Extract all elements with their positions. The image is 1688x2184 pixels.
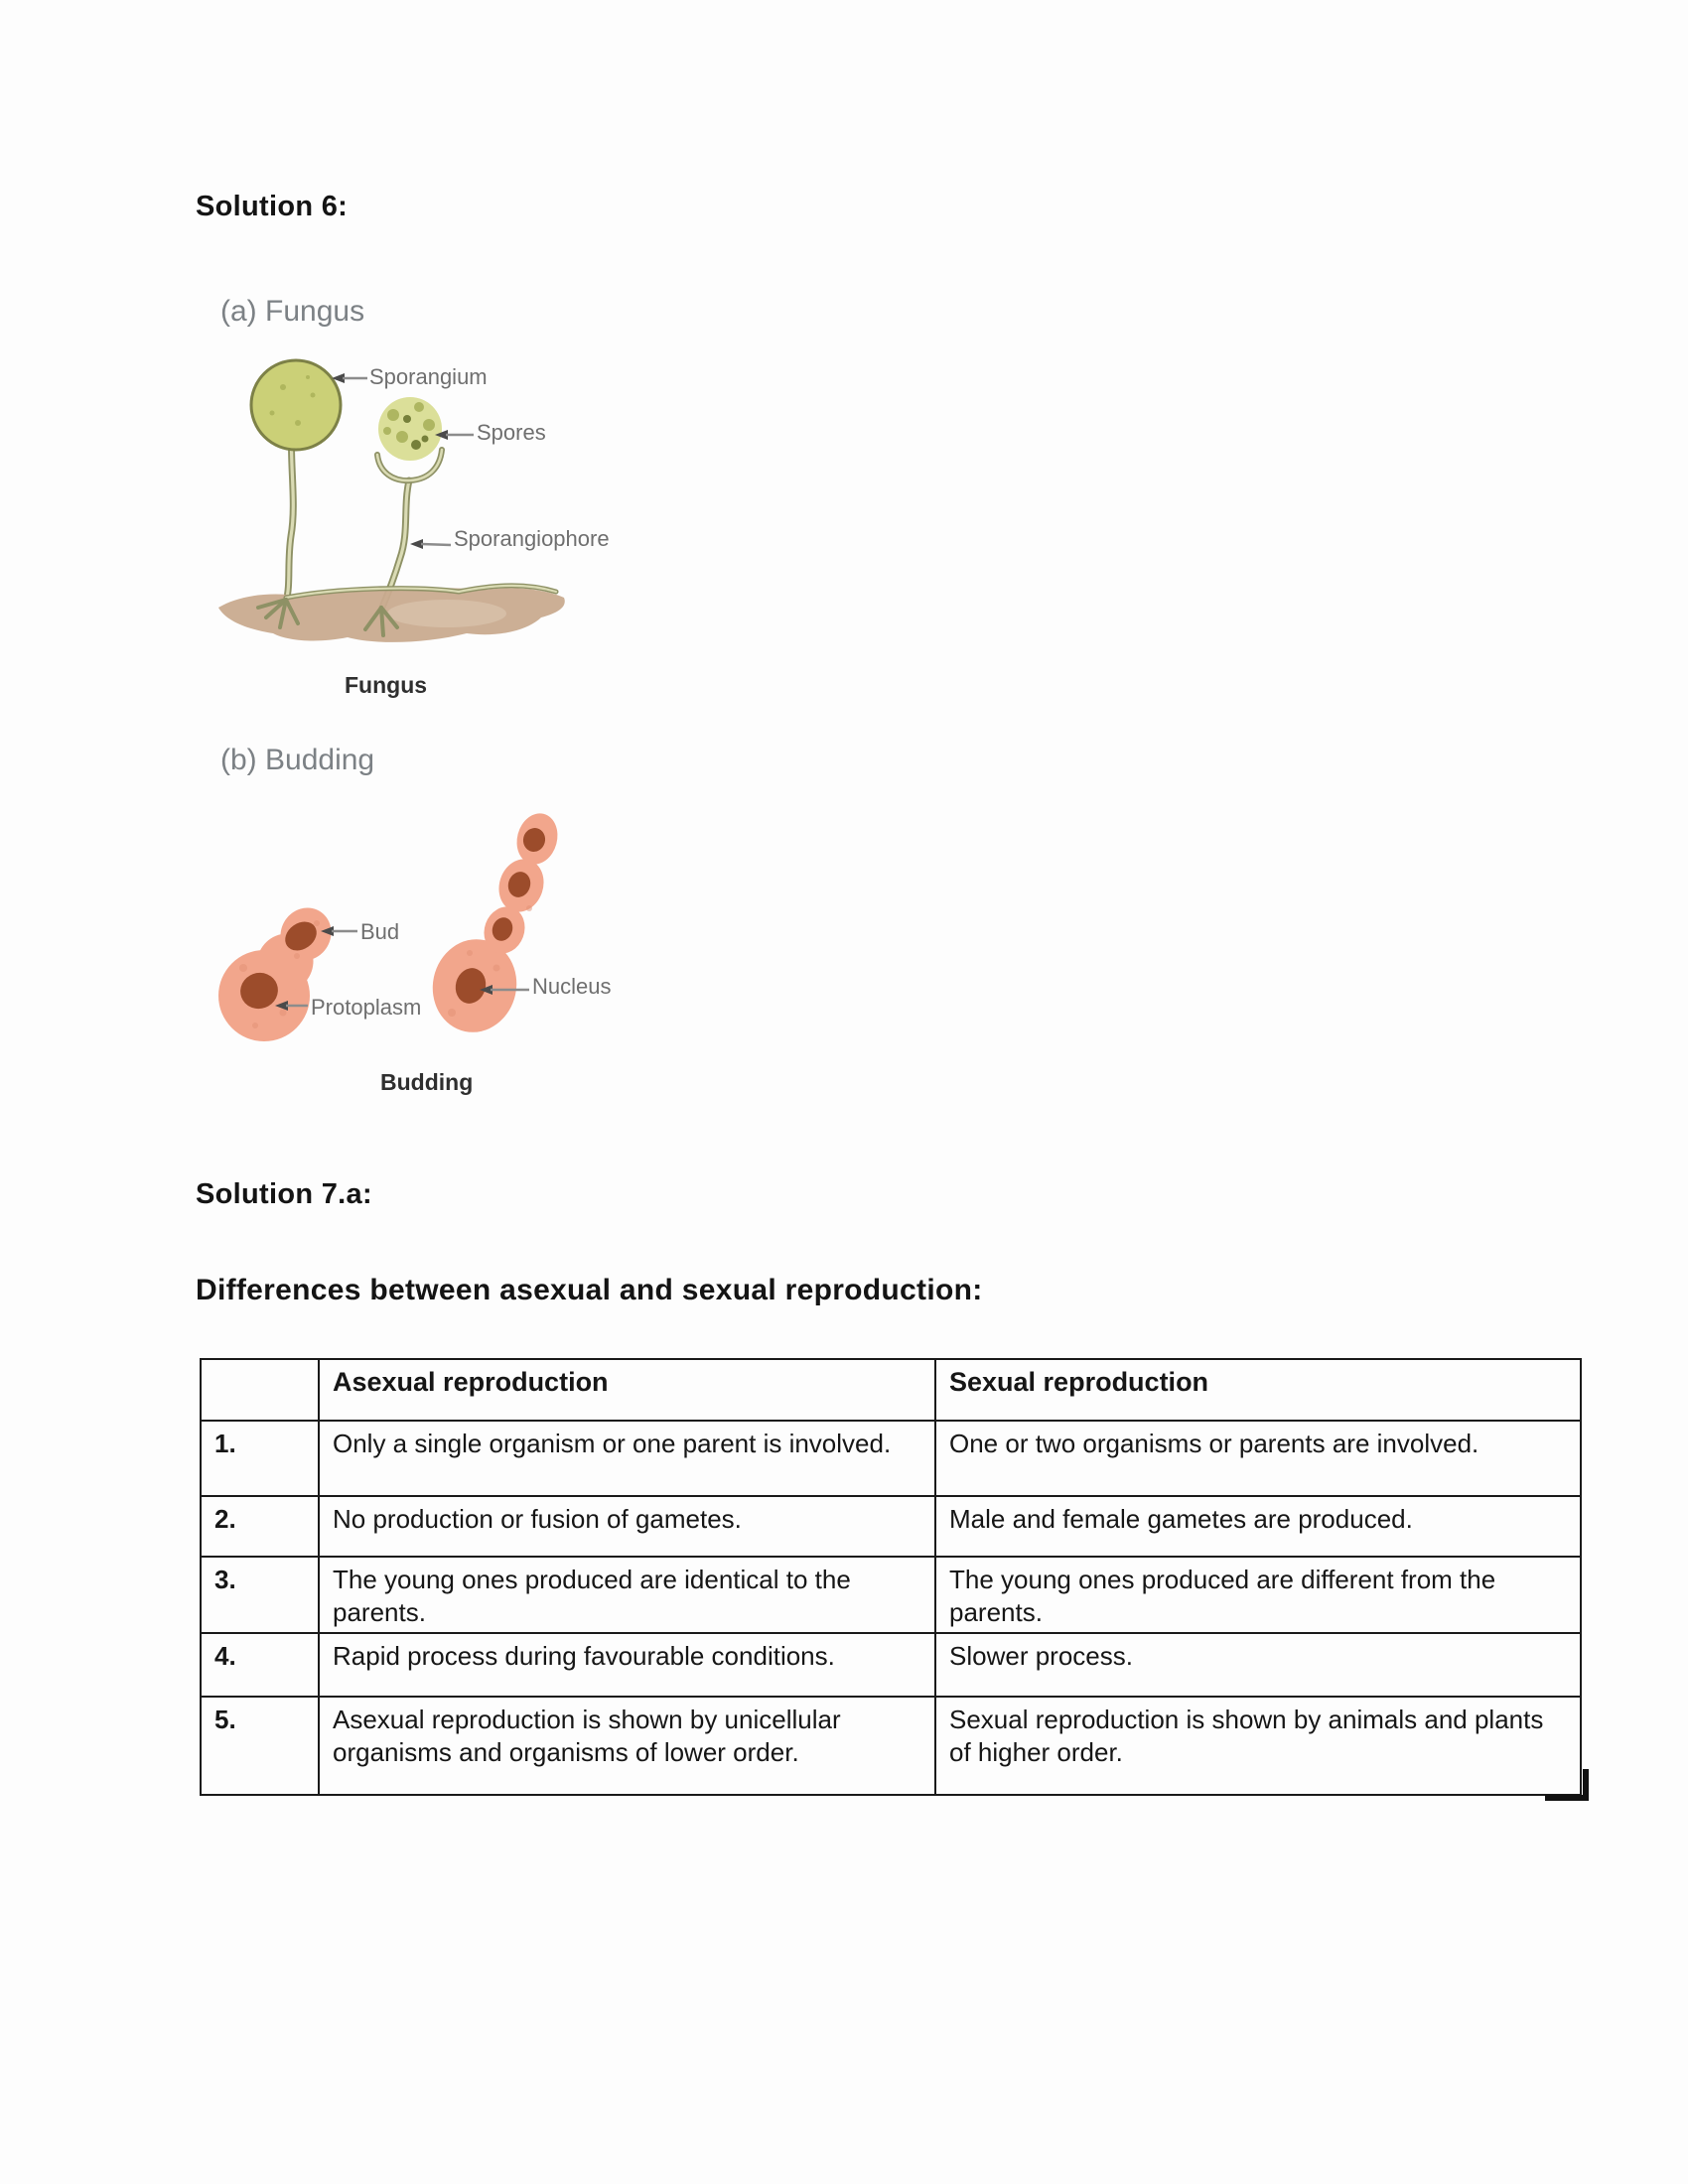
spores-cluster [378,397,442,461]
rhizoids [256,598,399,637]
sporangium-shape [249,358,343,452]
sporangium-speckle [306,375,310,379]
protoplasm-arrow [275,1001,288,1011]
chain-nucleus-shape [507,872,531,897]
sporangium-speckle [269,410,275,416]
asexual-cell: The young ones produced are identical to… [318,1556,936,1634]
budding-caption: Budding [380,1069,474,1095]
spores-arrow [435,430,448,440]
stolon-inner [284,584,558,600]
spore [387,409,399,421]
solution7-heading: Solution 7.a: [196,1178,372,1210]
table-header-row: Asexual reproduction Sexual reproduction [200,1358,1582,1422]
fungus-diagram [218,358,565,642]
cell-speckle [294,953,300,959]
rhizoid [284,598,300,625]
row-number-cell: 3. [200,1556,320,1634]
spore [421,435,429,443]
rhizoid [363,606,383,631]
sexual-cell: One or two organisms or parents are invo… [934,1420,1582,1497]
comparison-table: Asexual reproduction Sexual reproduction… [200,1358,1582,1796]
cell-speckle [239,964,247,972]
bud-label: Bud [360,919,400,944]
chain-nucleus-shape [522,828,546,852]
sporangium-label: Sporangium [369,364,488,389]
header-cell-number [200,1358,320,1422]
soil-highlight [387,600,506,627]
sporangiophore-leader-line [420,542,452,547]
header-cell-sexual: Sexual reproduction [934,1358,1582,1422]
cell-speckle [492,964,500,972]
fungus-figure-label: (a) Fungus [220,295,365,328]
sporangium-speckle [310,392,316,398]
spore [403,415,411,423]
table-corner-artifact [1545,1769,1589,1801]
chain-nucleus-shape [492,917,513,941]
sporangium-speckle [295,420,301,426]
sporangium-speckle [280,384,286,390]
table-row: 3. The young ones produced are identical… [200,1556,1582,1634]
sexual-cell: Male and female gametes are produced. [934,1495,1582,1558]
spore [423,419,435,431]
header-cell-asexual: Asexual reproduction [318,1358,936,1422]
asexual-cell: Rapid process during favourable conditio… [318,1632,936,1698]
cell-speckle [526,905,532,911]
bud-nucleus-shape [285,921,317,951]
chain-nucleus-shape [455,968,487,1004]
budding-figure-label: (b) Budding [220,744,375,776]
nucleus-label: Nucleus [532,974,612,999]
budding-diagram [218,813,558,1041]
row-number-cell: 5. [200,1696,320,1796]
table-row: 4. Rapid process during favourable condi… [200,1632,1582,1698]
table-row: 2. No production or fusion of gametes. M… [200,1495,1582,1558]
sporangiophore-arrow [410,539,423,549]
budding-leader-lines [275,926,529,1011]
asexual-cell: Asexual reproduction is shown by unicell… [318,1696,936,1796]
row-number-cell: 1. [200,1420,320,1497]
solution6-heading: Solution 6: [196,191,349,222]
cell-speckle [467,950,473,956]
rhizoid [278,598,288,629]
spore [396,431,408,443]
row-number-cell: 2. [200,1495,320,1558]
fungus-leader-lines [332,373,474,549]
cell-speckle [448,1009,456,1017]
rhizoid [256,598,288,610]
differences-heading: Differences between asexual and sexual r… [196,1274,983,1306]
rhizoid [379,606,385,637]
nucleus-arrow [480,985,492,995]
yeast-cell-chain [432,813,558,1032]
protoplasm-nucleus-shape [240,972,278,1010]
spore [414,402,424,412]
cell-speckle [252,1023,258,1028]
asexual-cell: No production or fusion of gametes. [318,1495,936,1558]
sporangiophore-label: Sporangiophore [454,526,610,551]
table-row: 1. Only a single organism or one parent … [200,1420,1582,1497]
spores-label: Spores [477,420,546,445]
sporangium-arrow [332,373,345,383]
row-number-cell: 4. [200,1632,320,1698]
burst-sporangium-cup-inner [375,448,444,482]
sporangium-circle [249,358,343,452]
cell-speckle [279,1009,287,1017]
spore [383,427,391,435]
table-row: 5. Asexual reproduction is shown by unic… [200,1696,1582,1796]
fungus-caption: Fungus [345,672,428,698]
sexual-cell: Sexual reproduction is shown by animals … [934,1696,1582,1796]
sexual-cell: Slower process. [934,1632,1582,1698]
cell-speckle [314,920,320,926]
spore [411,440,421,450]
protoplasm-label: Protoplasm [311,995,422,1020]
yeast-cell-left [218,907,332,1041]
rhizoid [379,606,399,629]
sexual-cell: The young ones produced are different fr… [934,1556,1582,1634]
asexual-cell: Only a single organism or one parent is … [318,1420,936,1497]
bud-arrow [321,926,334,936]
